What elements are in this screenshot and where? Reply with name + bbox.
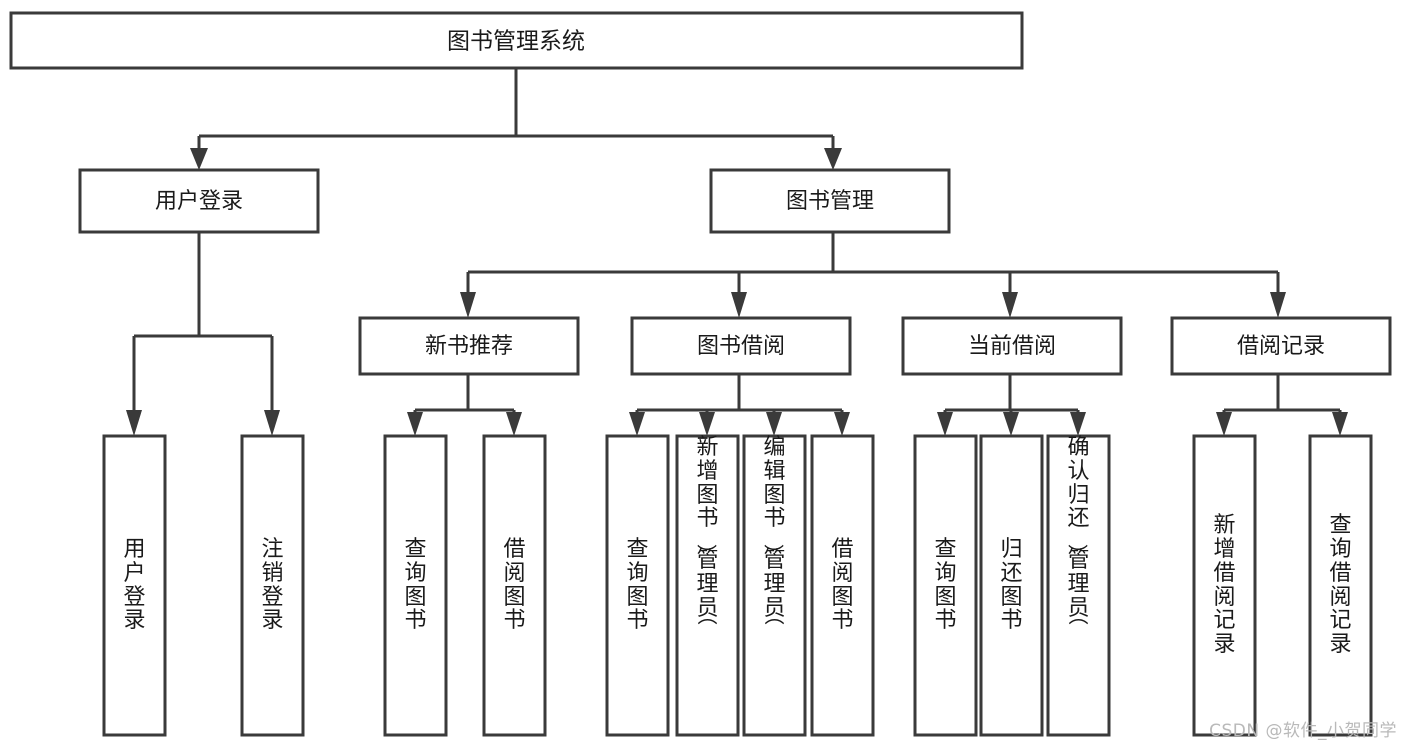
node-leaf-user-login-box[interactable] xyxy=(102,434,167,737)
node-new-book-recommend-label: 新书推荐 xyxy=(425,334,513,359)
arrow-head-leaf-confirm-return xyxy=(1070,412,1086,436)
arrow-head-book-manage xyxy=(824,148,842,170)
arrow-head-leaf-query-book-3 xyxy=(937,412,953,436)
arrow-head-current-borrow xyxy=(1002,292,1018,318)
arrow-head-new-book-recommend xyxy=(460,292,476,318)
connector-group-book-manage xyxy=(460,232,1286,318)
node-leaf-add-book-box[interactable] xyxy=(675,434,740,737)
node-leaf-return-book-box[interactable] xyxy=(979,434,1044,737)
arrow-head-borrow-record xyxy=(1270,292,1286,318)
node-leaf-confirm-return-box[interactable] xyxy=(1046,434,1111,737)
node-leaf-user-logout-box[interactable] xyxy=(240,434,305,737)
arrow-head-leaf-borrow-book-2 xyxy=(834,412,850,436)
node-book-borrow-box[interactable] xyxy=(630,316,852,376)
node-borrow-record[interactable]: 借阅记录 xyxy=(1170,316,1392,376)
connector-group-new-book-recommend xyxy=(407,374,522,436)
arrow-head-leaf-query-record xyxy=(1332,412,1348,436)
node-leaf-query-record-box[interactable] xyxy=(1308,434,1373,737)
node-book-manage-box[interactable] xyxy=(709,168,951,234)
node-current-borrow[interactable]: 当前借阅 xyxy=(901,316,1123,376)
node-leaf-query-book-2-box[interactable] xyxy=(605,434,670,737)
connector-group-borrow-record xyxy=(1216,374,1348,436)
node-new-book-recommend-box[interactable] xyxy=(358,316,580,376)
node-new-book-recommend[interactable]: 新书推荐 xyxy=(358,316,580,376)
node-root-label: 图书管理系统 xyxy=(447,29,585,55)
connector-group-current-borrow xyxy=(937,374,1086,436)
node-leaf-borrow-book-1-box[interactable] xyxy=(482,434,547,737)
arrow-head-leaf-borrow-book-1 xyxy=(506,412,522,436)
node-current-borrow-label: 当前借阅 xyxy=(968,334,1056,359)
arrow-head-leaf-user-logout xyxy=(264,410,280,436)
connector-group-user-login xyxy=(126,232,280,436)
node-book-borrow-label: 图书借阅 xyxy=(697,334,785,359)
node-user-login[interactable]: 用户登录 xyxy=(78,168,320,234)
connector-group-book-borrow xyxy=(629,374,850,436)
node-root-box[interactable] xyxy=(9,11,1024,70)
arrow-head-leaf-add-book xyxy=(699,412,715,436)
arrow-head-leaf-add-record xyxy=(1216,412,1232,436)
arrow-head-leaf-edit-book xyxy=(766,412,782,436)
arrow-head-leaf-user-login xyxy=(126,410,142,436)
node-leaf-edit-book-box[interactable] xyxy=(742,434,807,737)
node-book-manage[interactable]: 图书管理 xyxy=(709,168,951,234)
connector-group-root xyxy=(190,68,842,170)
node-book-manage-label: 图书管理 xyxy=(786,189,874,214)
arrow-head-leaf-return-book xyxy=(1003,412,1019,436)
arrow-head-user-login xyxy=(190,148,208,170)
node-leaf-query-book-1-box[interactable] xyxy=(383,434,448,737)
node-book-borrow[interactable]: 图书借阅 xyxy=(630,316,852,376)
node-user-login-label: 用户登录 xyxy=(155,189,243,214)
node-borrow-record-box[interactable] xyxy=(1170,316,1392,376)
node-root[interactable]: 图书管理系统 xyxy=(9,11,1024,70)
node-leaf-query-book-3-box[interactable] xyxy=(913,434,978,737)
arrow-head-leaf-query-book-1 xyxy=(407,412,423,436)
node-current-borrow-box[interactable] xyxy=(901,316,1123,376)
node-leaf-borrow-book-2-box[interactable] xyxy=(810,434,875,737)
node-borrow-record-label: 借阅记录 xyxy=(1237,334,1325,359)
arrow-head-book-borrow xyxy=(731,292,747,318)
arrow-head-leaf-query-book-2 xyxy=(629,412,645,436)
node-user-login-box[interactable] xyxy=(78,168,320,234)
node-leaf-add-record-box[interactable] xyxy=(1192,434,1257,737)
watermark-text: CSDN @软件_小贺同学 xyxy=(1209,721,1397,741)
